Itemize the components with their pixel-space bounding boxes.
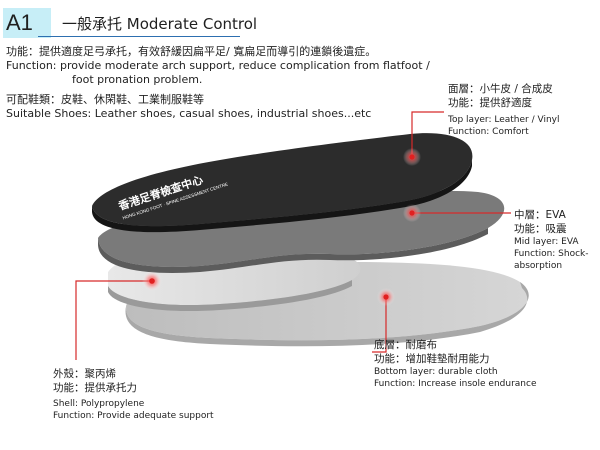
bottom-layer-en-func: Function: Increase insole endurance xyxy=(374,379,537,389)
page-title: 一般承托 Moderate Control xyxy=(62,15,258,33)
callout-shell: 外殼：聚丙烯 功能：提供承托力 Shell: Polypropylene Fun… xyxy=(53,367,214,422)
intro-block: 功能：提供適度足弓承托，有效舒緩因扁平足/ 寬扁足而導引的連鎖後遺症。 Func… xyxy=(6,45,466,121)
model-code: A1 xyxy=(6,10,33,35)
leader-top xyxy=(411,111,444,157)
top-layer-zh-name: 面層：小牛皮 / 合成皮 xyxy=(448,83,553,95)
bottom-layer-zh-func: 功能：增加鞋墊耐用能力 xyxy=(374,353,490,365)
leader-bottom xyxy=(372,297,387,353)
shell-en-func: Function: Provide adequate support xyxy=(53,411,214,421)
mid-layer-en-func-1: Function: Shock- xyxy=(514,249,589,259)
mid-layer-en-name: Mid layer: EVA xyxy=(514,237,579,247)
shell-en-name: Shell: Polypropylene xyxy=(53,399,145,409)
shell-layer-edge xyxy=(108,280,352,312)
callout-bottom-layer: 底層：耐磨布 功能：增加鞋墊耐用能力 Bottom layer: durable… xyxy=(374,338,536,390)
marker-bottom xyxy=(377,288,395,306)
shoes-en: Suitable Shoes: Leather shoes, casual sh… xyxy=(6,107,372,120)
function-en-line-1: Function: provide moderate arch support,… xyxy=(6,59,430,72)
title-underline xyxy=(38,36,240,37)
bottom-layer-zh-name: 底層：耐磨布 xyxy=(374,339,437,351)
top-layer-en-name: Top layer: Leather / Vinyl xyxy=(448,115,560,125)
leader-shell xyxy=(75,280,152,360)
callout-top-layer: 面層：小牛皮 / 合成皮 功能：提供舒適度 Top layer: Leather… xyxy=(448,82,560,138)
function-zh: 功能：提供適度足弓承托，有效舒緩因扁平足/ 寬扁足而導引的連鎖後遺症。 xyxy=(6,45,377,58)
callout-mid-layer: 中層：EVA 功能：吸震 Mid layer: EVA Function: Sh… xyxy=(514,208,589,272)
shoes-zh: 可配鞋類：皮鞋、休閑鞋、工業制服鞋等 xyxy=(6,93,204,106)
marker-shell xyxy=(142,271,162,291)
top-layer-en-func: Function: Comfort xyxy=(448,127,529,137)
bottom-layer-en-name: Bottom layer: durable cloth xyxy=(374,367,498,377)
mid-layer-en-func-2: absorption xyxy=(514,261,563,271)
top-layer xyxy=(92,133,473,227)
mid-layer-edge xyxy=(98,228,488,273)
top-layer-edge xyxy=(92,160,472,233)
shell-zh-name: 外殼：聚丙烯 xyxy=(53,368,116,380)
function-en-line-2: foot pronation problem. xyxy=(72,73,203,86)
mid-layer-zh-func: 功能：吸震 xyxy=(514,223,567,235)
marker-mid xyxy=(403,204,421,222)
marker-top xyxy=(403,148,421,166)
model-code-badge xyxy=(3,8,51,38)
top-layer-zh-func: 功能：提供舒適度 xyxy=(448,97,532,109)
mid-layer-zh-name: 中層：EVA xyxy=(514,209,566,221)
shell-zh-func: 功能：提供承托力 xyxy=(53,382,137,394)
